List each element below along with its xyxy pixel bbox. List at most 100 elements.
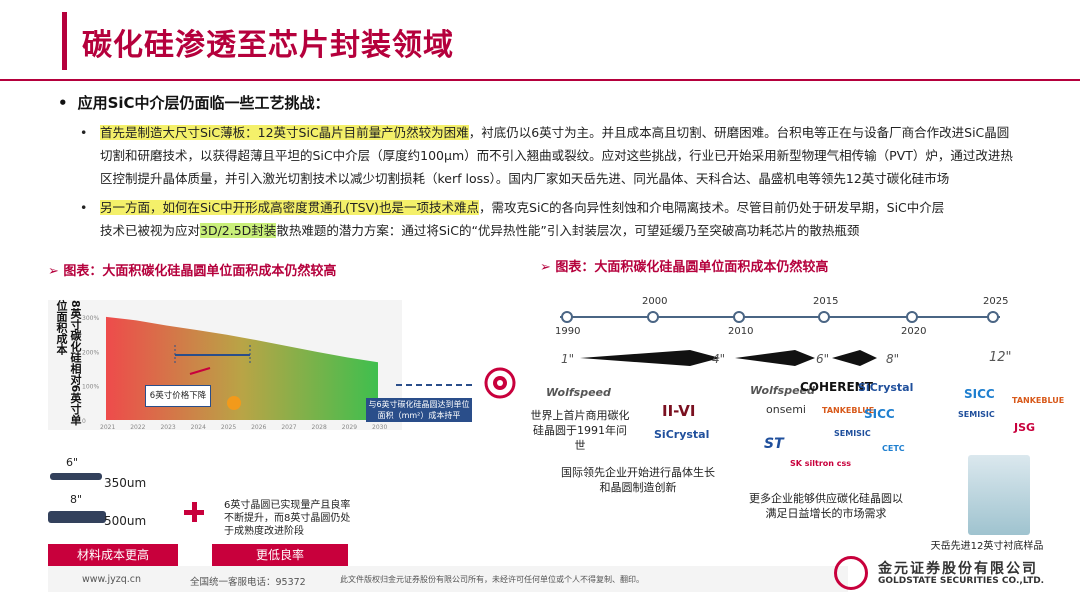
p2-highlight: 另一方面，如何在SiC中开形成高密度贯通孔(TSV)也是一项技术难点 [100, 200, 480, 215]
left-chart-title: ➢ 图表：大面积碳化硅晶圆单位面积成本仍然较高 [48, 264, 337, 279]
target-dot [497, 380, 503, 386]
logo-sicrystal: SiCrystal [654, 428, 710, 441]
footer-phone: 全国统一客服电话：95372 [190, 577, 306, 588]
year-2025: 2025 [983, 296, 1009, 307]
year-1990: 1990 [555, 326, 581, 337]
logo-jsg: JSG [1014, 421, 1036, 434]
inch-1: 1" [561, 352, 575, 366]
wafer-8-thickness: 500um [104, 514, 147, 528]
logo-tankeblue: TANKEBLUE [822, 406, 875, 415]
x-tick-label: 2028 [312, 424, 327, 430]
y-tick-label: 300% [82, 315, 99, 322]
logo-wolfspeed-2: Wolfspeed [750, 384, 815, 397]
year-2015: 2015 [813, 296, 839, 307]
x-tick-label: 2022 [130, 424, 145, 430]
p2-line-1-rest: ，需攻克SiC的各向异性刻蚀和介电隔离技术。尽管目前仍处于研发早期，SiC中介层 [479, 200, 945, 215]
caption-intl: 国际领先企业开始进行晶体生长和晶圆制造创新 [561, 466, 715, 494]
left-chart-title-text: 图表：大面积碳化硅晶圆单位面积成本仍然较高 [63, 264, 337, 279]
brand-en: GOLDSTATE SECURITIES CO.,LTD. [878, 576, 1045, 586]
badge-lower-yield: 更低良率 [212, 544, 348, 566]
brand-logo-icon [834, 556, 868, 590]
logo-wolfspeed: Wolfspeed [546, 386, 611, 399]
chart-overlays [174, 345, 516, 410]
chart-y-label: 8英寸碳化硅相对6英寸单位面积成本 [55, 300, 82, 426]
footer-bar [48, 566, 848, 592]
footer-copyright: 此文件版权归金元证券股份有限公司所有，未经许可任何单位或个人不得复制、翻印。 [340, 575, 644, 584]
right-chart-title: ➢ 图表：大面积碳化硅晶圆单位面积成本仍然较高 [540, 260, 829, 275]
y-tick-label: 200% [82, 349, 99, 356]
timeline-node-1990 [561, 311, 573, 323]
logo-sicc: SICC [864, 407, 895, 421]
wafer-6-icon [50, 473, 102, 480]
title-accent [62, 12, 67, 70]
logo-tankeblue-2: TANKEBLUE [1012, 396, 1065, 405]
logo-semisic: SEMISIC [834, 429, 871, 438]
bullet-icon: • [80, 200, 88, 215]
inch-4: 4" [712, 352, 726, 366]
page-title: 碳化硅渗透至芯片封装领域 [82, 28, 454, 63]
logo-cetc: CETC [882, 444, 905, 453]
logo-st: ST [764, 436, 784, 452]
bullet-icon: • [80, 125, 88, 140]
p1-highlight: 首先是制造大尺寸SiC薄板：12英寸SiC晶片目前量产仍然较为困难 [100, 125, 469, 140]
x-tick-label: 2023 [160, 424, 175, 430]
wafer-6-label: 6" [66, 456, 79, 469]
down-arrow [189, 367, 211, 375]
p2-line-1: 另一方面，如何在SiC中开形成高密度贯通孔(TSV)也是一项技术难点，需攻克Si… [100, 196, 1062, 219]
year-2020: 2020 [901, 326, 927, 337]
paragraph-1: • 首先是制造大尺寸SiC薄板：12英寸SiC晶片目前量产仍然较为困难，衬底仍以… [80, 121, 1062, 190]
brand-cn: 金元证券股份有限公司 [878, 561, 1038, 577]
y-tick-label: 100% [82, 384, 99, 391]
title-rule [0, 79, 1080, 81]
timeline-node-2025 [987, 311, 999, 323]
logo-coherent: COHERENT [800, 380, 873, 394]
wafer-sample-photo [968, 455, 1030, 535]
year-2000: 2000 [642, 296, 668, 307]
x-tick-label: 2021 [100, 424, 115, 430]
y-tick-label: 0 [82, 418, 86, 425]
year-2010: 2010 [728, 326, 754, 337]
logo-onsemi: onsemi [766, 403, 806, 416]
bullet-icon: • [58, 94, 68, 112]
annotation-parity: 与6英寸碳化硅晶圆达到单位面积（mm²）成本持平 [366, 398, 472, 422]
wafer-note: 6英寸晶圆已实现量产且良率不断提升，而8英寸晶圆仍处于成熟度改进阶段 [224, 500, 351, 537]
p2-highlight-2: 3D/2.5D封装 [200, 223, 277, 238]
x-tick-label: 2024 [191, 424, 206, 430]
wafer-6-thickness: 350um [104, 476, 147, 490]
timeline [560, 316, 1000, 366]
plus-v [191, 502, 197, 522]
growth-arrow-2 [735, 350, 815, 366]
caption-first-wafer: 世界上首片商用碳化硅晶圆于1991年问世 [530, 409, 630, 452]
caption-more: 更多企业能够供应碳化硅晶圆以满足日益增长的市场需求 [749, 492, 903, 520]
x-tick-label: 2029 [342, 424, 357, 430]
p2-line-2: 技术已被视为应对3D/2.5D封装散热难题的潜力方案：通过将SiC的“优异热性能… [100, 219, 1062, 242]
growth-arrow-1 [580, 350, 720, 366]
marker-icon [227, 396, 241, 410]
timeline-node-2000 [647, 311, 659, 323]
paragraph-2: • 另一方面，如何在SiC中开形成高密度贯通孔(TSV)也是一项技术难点，需攻克… [80, 196, 1062, 242]
inch-12: 12" [989, 350, 1012, 365]
annotation-price-drop: 6英寸价格下降 [145, 385, 211, 407]
badge-material-cost: 材料成本更高 [48, 544, 178, 566]
right-chart-title-text: 图表：大面积碳化硅晶圆单位面积成本仍然较高 [555, 260, 829, 275]
inch-6: 6" [816, 352, 830, 366]
inch-8: 8" [886, 352, 900, 366]
section-heading: •应用SiC中介层仍面临一些工艺挑战： [58, 92, 330, 113]
footer-site: www.jyzq.cn [82, 574, 141, 585]
x-tick-label: 2025 [221, 424, 236, 430]
p1-line-2: 切割和研磨技术，以获得超薄且平坦的SiC中介层（厚度约100μm）而不引入翘曲或… [100, 148, 1013, 163]
logo-sicrystal-2: SiCrystal [858, 381, 914, 394]
timeline-node-2010 [733, 311, 745, 323]
logo-semisic-2: SEMISIC [958, 410, 995, 419]
p1-line-1-rest: ，衬底仍以6英寸为主。并且成本高且切割、研磨困难。台积电等正在与设备厂商合作改进… [468, 125, 1010, 140]
logo-iivi: II-VI [662, 402, 696, 420]
caption-tianyue: 天岳先进12英寸衬底样品 [930, 541, 1044, 552]
p2-line-2-a: 技术已被视为应对 [100, 223, 201, 238]
x-tick-label: 2030 [372, 424, 387, 430]
timeline-node-2020 [906, 311, 918, 323]
x-tick-label: 2026 [251, 424, 266, 430]
logo-sicc-2: SICC [964, 387, 995, 401]
p1-line-1: 首先是制造大尺寸SiC薄板：12英寸SiC晶片目前量产仍然较为困难，衬底仍以6英… [100, 121, 1062, 144]
logo-sk-siltron: SK siltron css [790, 459, 852, 468]
p2-line-2-b: 散热难题的潜力方案：通过将SiC的“优异热性能”引入封装层次，可望延缓乃至突破高… [276, 223, 860, 238]
